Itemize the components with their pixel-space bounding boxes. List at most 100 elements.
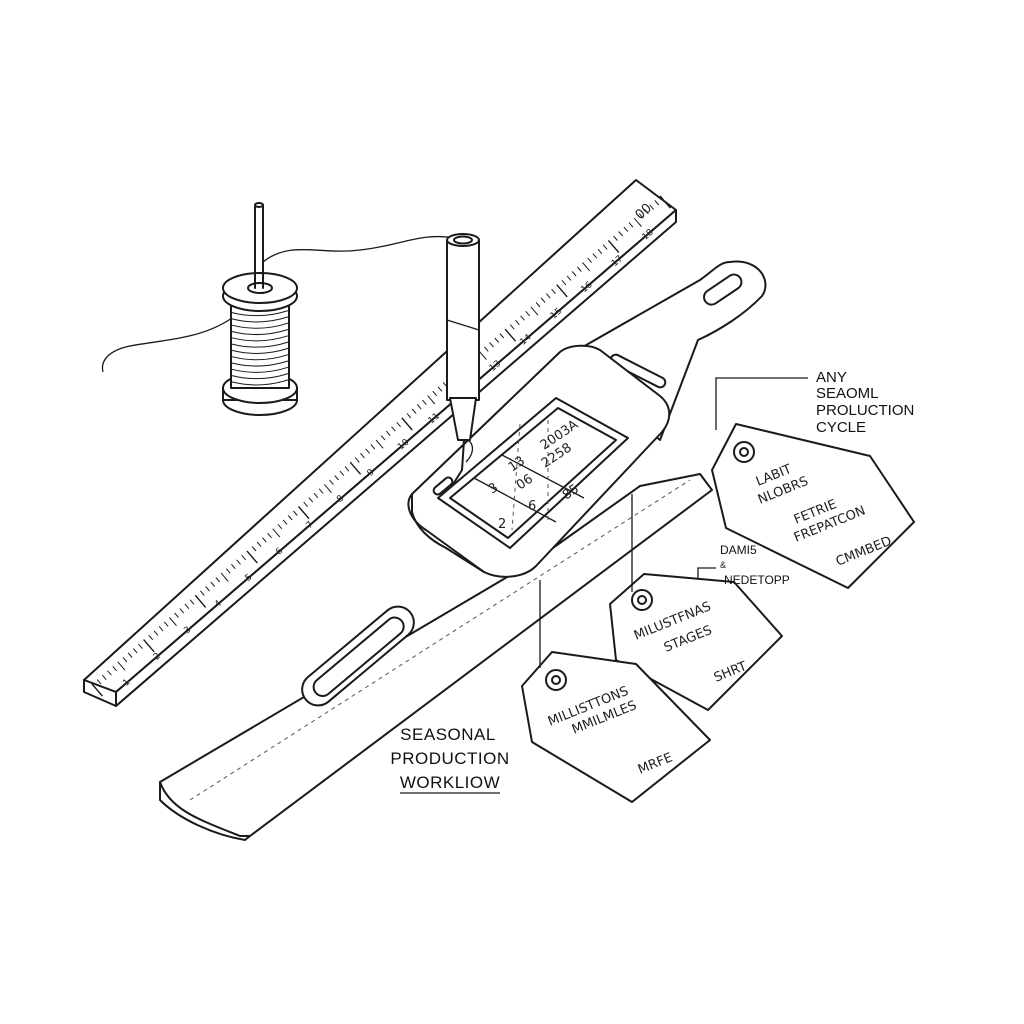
spool-thread-wrap [231, 373, 289, 380]
tag-left-body [521, 651, 711, 803]
thread-to-needle [262, 235, 456, 263]
needle-hook [465, 439, 474, 463]
ruler-tick [225, 568, 231, 574]
ruler-tick [597, 248, 603, 255]
needle-barrel-top [446, 233, 480, 247]
ruler-tick [189, 599, 195, 605]
ruler-tick [499, 333, 505, 339]
needle-collar [449, 397, 477, 441]
ruler-tick [122, 657, 128, 663]
ruler-tick [143, 639, 155, 653]
needle-barrel-bore [453, 235, 473, 245]
needle-barrel-band [446, 319, 480, 331]
ruler-tick [267, 532, 272, 539]
tag-middle: MILUSTFNAS STAGES SHRT [609, 573, 783, 711]
ruler-tick-marks [91, 195, 671, 697]
ruler-tick [613, 235, 618, 241]
ruler-tick [607, 239, 620, 253]
ruler-tick [633, 217, 642, 227]
ruler-tick [556, 284, 568, 298]
ruler-tick [494, 337, 500, 343]
ruler-tick [582, 262, 591, 272]
tag-right-eyelet [733, 441, 755, 463]
ruler-tick [308, 497, 314, 503]
needle-tool [446, 233, 480, 487]
ruler-tick [416, 404, 422, 410]
spindle-tip [254, 202, 264, 208]
ruler-tick [649, 204, 654, 210]
top-callout-label: ANY SEAOML PROLUCTION CYCLE [816, 369, 914, 436]
leader-top-callout [715, 377, 808, 430]
ruler-tick [287, 515, 293, 521]
tag-left-hole [551, 675, 561, 685]
ruler-tick [282, 519, 288, 525]
spool-thread-wrap [231, 366, 289, 373]
spool-thread-wrap [231, 354, 289, 361]
ruler-tick [478, 350, 487, 360]
ruler-tick [107, 670, 112, 676]
gauge-reading-row4b: 6 [528, 499, 536, 514]
ruler-tick [644, 208, 649, 215]
ruler-tick [638, 213, 644, 219]
ruler-tick [184, 603, 190, 610]
ruler-tick [339, 470, 345, 476]
ruler-tick [422, 399, 427, 405]
ruler-tick [163, 621, 169, 627]
upper-arm-slot [703, 273, 743, 306]
ruler-tick [587, 257, 592, 264]
main-title-label: SEASONAL PRODUCTION WORKLIOW [390, 725, 509, 794]
ruler-tick [628, 222, 634, 228]
gauge-housing-edge [411, 493, 485, 573]
leader-mid-callout [697, 567, 716, 578]
ruler-tick [401, 417, 413, 431]
ruler-tick [148, 634, 154, 641]
needle-point [451, 439, 465, 487]
ruler-tick [329, 479, 334, 485]
ruler-tick [251, 546, 257, 552]
ruler-tick [396, 421, 401, 428]
ruler-tick [535, 302, 541, 308]
spool-thread-wrap [231, 329, 289, 335]
ruler-tick [515, 319, 520, 326]
ruler-tick [360, 452, 365, 459]
gauge-window-frame [437, 397, 629, 549]
ruler-tick [561, 279, 567, 286]
ruler-tick [324, 484, 332, 494]
ruler-tick [334, 475, 339, 481]
ruler-number: 1 [121, 677, 132, 688]
tag-right-body [711, 423, 915, 589]
spool-thread-wrap [231, 316, 289, 323]
strap-base-edge [159, 781, 251, 841]
ruler-tick [231, 563, 236, 570]
ruler-number: 4 [213, 599, 224, 610]
strap-base-body [159, 473, 713, 837]
spool-thread-wrap [231, 310, 289, 317]
ruler-number: 5 [244, 572, 255, 583]
ruler-tick [509, 324, 515, 330]
ruler-tick [241, 554, 247, 561]
gauge-reading-line [511, 423, 521, 531]
spool-thread-wrap [231, 322, 289, 329]
spool-thread-wrap [231, 341, 289, 348]
mid-callout-line1: DAMI5 [720, 543, 757, 557]
ruler-number: 3 [182, 625, 193, 636]
ruler-tick [427, 395, 436, 405]
ruler-tick [484, 346, 489, 352]
ruler-tick [530, 306, 539, 316]
ruler-number: 7 [305, 520, 316, 531]
ruler-tick [194, 594, 207, 608]
ruler-tick [277, 523, 283, 530]
mid-callout-label: DAMI5 & NEDETOPP [720, 543, 790, 587]
ruler-number: 2 [152, 651, 163, 662]
ruler-tick [385, 430, 391, 437]
ruler-number: 8 [335, 494, 346, 505]
tag-left-eyelet [545, 669, 567, 691]
ruler-tick [158, 625, 164, 632]
ruler-tick [354, 457, 360, 463]
main-title-line3: WORKLIOW [400, 773, 500, 792]
measuring-ruler: 123456789101112131415161718 00 [83, 179, 677, 707]
ruler-side-edge [115, 209, 677, 707]
ruler-tick [262, 537, 267, 543]
callout-leaders [539, 377, 808, 668]
ruler-tick [153, 630, 159, 636]
